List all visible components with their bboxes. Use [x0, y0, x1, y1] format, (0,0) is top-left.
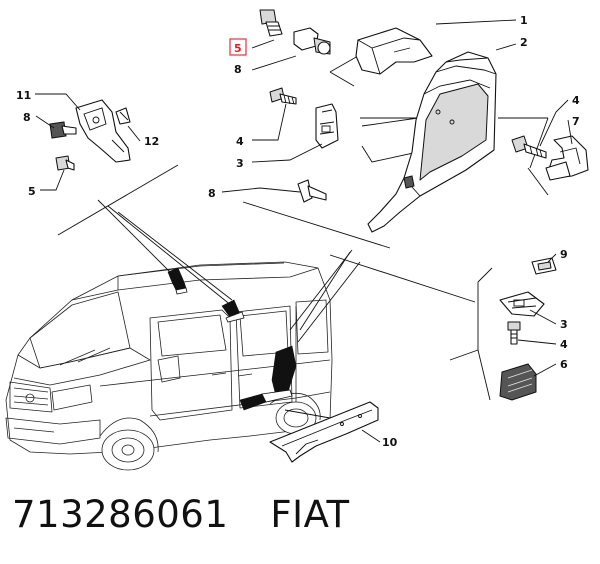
callout-3-lower: 3: [560, 318, 568, 331]
callout-6: 6: [560, 358, 568, 371]
part-4-screw-upper: [269, 87, 297, 105]
part-8-pin-left: [49, 121, 77, 139]
part-8-pin-top: [293, 27, 331, 55]
callout-4-lower: 4: [560, 338, 568, 351]
part-11-hinge-bracket: [75, 99, 131, 163]
callout-5-highlight: [229, 38, 247, 56]
part-number: 713286061: [12, 493, 229, 536]
part-3-clip-lower: [499, 291, 545, 317]
part-12-stud: [115, 107, 131, 125]
part-10-sill-trim: [269, 401, 379, 463]
callout-11: 11: [16, 89, 31, 102]
vehicle-illustration: [5, 261, 333, 471]
callout-5-left: 5: [28, 185, 36, 198]
callout-2: 2: [520, 36, 528, 49]
part-7-bracket: [545, 135, 589, 181]
callout-4-upper: 4: [236, 135, 244, 148]
callout-8-middle: 8: [208, 187, 216, 200]
callout-8-top: 8: [234, 63, 242, 76]
callout-5-highlighted: 5: [234, 42, 242, 55]
callout-3-upper: 3: [236, 157, 244, 170]
callout-7: 7: [572, 115, 580, 128]
brand-name: FIAT: [270, 493, 350, 536]
callouts: 1 2 5 8 11 8 12 5 4 3 8 4 7 9 3 4 6 10: [16, 14, 580, 449]
footer-caption: 713286061 FIAT: [12, 493, 350, 549]
part-8-pin-middle: [297, 179, 327, 203]
part-3-clip-upper: [315, 103, 339, 149]
part-6-bumper: [499, 363, 537, 401]
part-9-clip: [531, 257, 557, 275]
callout-leaders: [35, 19, 573, 443]
callout-1: 1: [520, 14, 528, 27]
callout-12: 12: [144, 135, 159, 148]
part-5-screw-left: [55, 155, 75, 171]
part-4-screw-lower: [507, 321, 521, 345]
callout-9: 9: [560, 248, 568, 261]
callout-8-left: 8: [23, 111, 31, 124]
callout-10: 10: [382, 436, 398, 449]
part-4-screw-right: [511, 135, 547, 159]
part-2-pillar-trim: [367, 51, 497, 233]
callout-4-right: 4: [572, 94, 580, 107]
bracket-lines: [57, 55, 549, 447]
part-1-cap: [355, 27, 433, 75]
part-5-screw-top: [259, 9, 283, 37]
